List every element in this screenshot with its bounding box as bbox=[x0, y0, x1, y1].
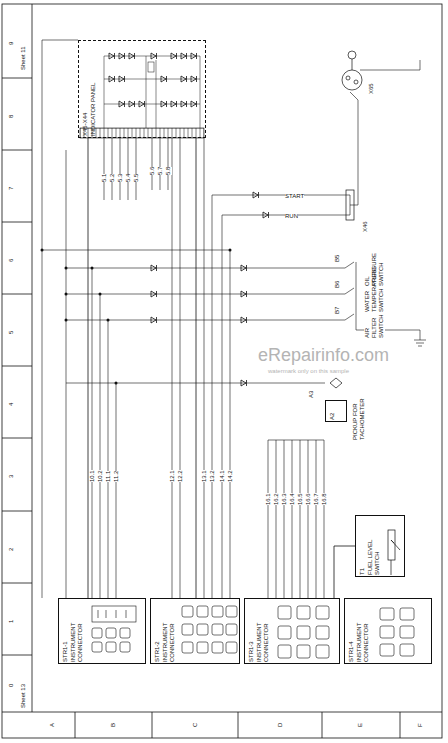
label-text: B bbox=[110, 723, 117, 727]
sensor-box: A2 bbox=[325, 400, 347, 422]
label-text: 13.2 bbox=[209, 470, 216, 482]
label-text: 16.3 bbox=[281, 493, 288, 505]
label-text: E bbox=[357, 723, 364, 727]
instrument-connector: STR1-1INSTRUMENT CONNECTOR bbox=[58, 598, 146, 664]
label-text: B5 bbox=[334, 255, 341, 262]
label-text: 16.1 bbox=[265, 493, 272, 505]
label-text: 10.2 bbox=[97, 470, 104, 482]
label-text: 2 bbox=[8, 548, 15, 551]
label-text: OIL PRESSURE SWITCH bbox=[364, 262, 385, 286]
node-title: STR1-2 bbox=[154, 641, 161, 662]
label-text: A3 bbox=[308, 391, 315, 398]
label-text: 7 bbox=[8, 187, 15, 190]
label-text: 16.7 bbox=[313, 493, 320, 505]
node-title: STR1-3 bbox=[248, 641, 255, 662]
label-text: Sheet 11 bbox=[20, 46, 27, 70]
node-caption: INSTRUMENT CONNECTOR bbox=[70, 602, 84, 662]
pickup-symbol bbox=[330, 378, 342, 388]
label-text: 13.1 bbox=[201, 470, 208, 482]
label-text: 9 bbox=[8, 42, 15, 45]
node-caption: FUEL LEVEL SWITCH bbox=[367, 519, 381, 575]
label-text: X65 bbox=[368, 83, 375, 94]
fuel-level-switch: T1FUEL LEVEL SWITCH bbox=[355, 515, 405, 577]
node-caption: INDICATOR PANEL bbox=[90, 83, 97, 136]
wiring bbox=[42, 40, 426, 598]
label-text: Sheet 13 bbox=[20, 684, 27, 708]
node-title: T1 bbox=[359, 568, 366, 575]
label-text: 5.1 bbox=[101, 174, 108, 182]
label-text: 5.7 bbox=[157, 167, 164, 175]
frame bbox=[2, 4, 442, 738]
label-text: A bbox=[49, 723, 56, 727]
diodes bbox=[151, 192, 269, 386]
instrument-connector: STR1-2INSTRUMENT CONNECTOR bbox=[150, 598, 240, 664]
wire-connector bbox=[88, 138, 89, 598]
indicator-panel: X45-X44INDICATOR PANEL bbox=[78, 40, 206, 138]
label-text: X46 bbox=[362, 221, 369, 232]
label-text: 8 bbox=[8, 115, 15, 118]
label-text: 12.1 bbox=[169, 470, 176, 482]
signal-name: RUN bbox=[285, 213, 298, 220]
instrument-connector: STR1-4INSTRUMENT CONNECTOR bbox=[344, 598, 432, 664]
terminal-strip bbox=[80, 128, 204, 138]
label-text: 5.5 bbox=[133, 174, 140, 182]
wire-connector bbox=[334, 546, 355, 598]
label-text: D bbox=[277, 723, 284, 727]
label-text: 16.6 bbox=[305, 493, 312, 505]
node-title: X45-X44 bbox=[82, 113, 89, 136]
x46-connector bbox=[346, 190, 354, 220]
label-text: 11.2 bbox=[113, 471, 120, 482]
node-caption: INSTRUMENT CONNECTOR bbox=[256, 602, 270, 662]
label-text: 16.4 bbox=[289, 493, 296, 505]
label-text: 1 bbox=[8, 620, 15, 623]
watermark: eRepairinfo.com bbox=[258, 346, 389, 366]
label-text: 4 bbox=[8, 403, 15, 406]
label-text: 16.8 bbox=[321, 493, 328, 505]
node-title: A2 bbox=[329, 413, 336, 420]
label-text: F bbox=[417, 723, 424, 727]
label-text: B7 bbox=[334, 307, 341, 314]
panel-internal-wiring bbox=[104, 56, 200, 128]
label-text: WATER TEMPERATURE SWITCH bbox=[364, 288, 385, 312]
wire-connector bbox=[196, 138, 197, 598]
label-text: 5.3 bbox=[117, 174, 124, 182]
label-text: 0 bbox=[8, 684, 15, 687]
label-text: 5.2 bbox=[109, 174, 116, 182]
label-text: 10.1 bbox=[89, 470, 96, 482]
label-text: 12.2 bbox=[177, 470, 184, 482]
label-text: 16.5 bbox=[297, 493, 304, 505]
label-text: C bbox=[192, 723, 199, 727]
label-text: B6 bbox=[334, 281, 341, 288]
node-caption: INSTRUMENT CONNECTOR bbox=[162, 602, 176, 662]
label-text: 6 bbox=[8, 259, 15, 262]
label-text: 5 bbox=[8, 331, 15, 334]
label-text: 5.6 bbox=[149, 167, 156, 175]
node-title: STR1-4 bbox=[348, 641, 355, 662]
junction-dots bbox=[41, 249, 232, 385]
x65-connector bbox=[342, 51, 362, 90]
node-caption: INSTRUMENT CONNECTOR bbox=[356, 602, 370, 662]
signal-name: START bbox=[285, 193, 304, 200]
label-text: 5.8 bbox=[165, 167, 172, 175]
label-text: AIR FILTER SWITCH bbox=[364, 314, 385, 338]
label-text: PICKUP FOR TACHOMETER bbox=[352, 396, 366, 440]
fuel-sender-symbol bbox=[388, 530, 400, 575]
watermark: watermark only on this sample bbox=[268, 368, 349, 375]
label-text: 14.2 bbox=[227, 470, 234, 482]
label-text: 11.1 bbox=[105, 471, 112, 482]
node-title: STR1-1 bbox=[62, 641, 69, 662]
label-text: 5.4 bbox=[125, 174, 132, 182]
label-text: 16.2 bbox=[273, 493, 280, 505]
indicator-diodes bbox=[109, 53, 197, 107]
label-text: 3 bbox=[8, 475, 15, 478]
label-text: 14.1 bbox=[219, 470, 226, 482]
instrument-connector: STR1-3INSTRUMENT CONNECTOR bbox=[244, 598, 340, 664]
